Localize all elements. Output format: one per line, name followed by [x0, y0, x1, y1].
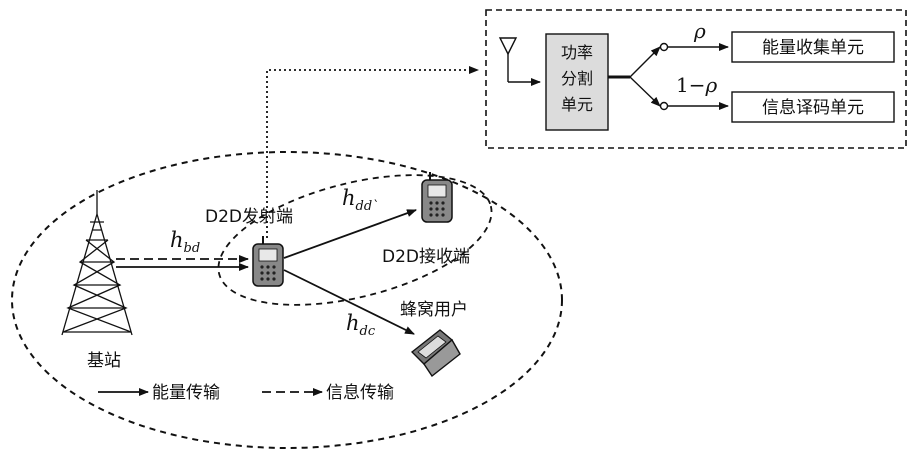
h-dc-label: hdc: [346, 311, 376, 339]
power-split-label-2: 分割: [561, 69, 593, 88]
power-split-label-1: 功率: [561, 43, 593, 62]
info-decode-unit-label: 信息译码单元: [762, 98, 864, 118]
d2d-receiver-phone-icon: [422, 172, 452, 222]
power-split-label-3: 单元: [561, 95, 593, 114]
energy-harvest-unit-label: 能量收集单元: [762, 38, 864, 58]
rho-label: ρ: [693, 19, 706, 43]
d2d-transmitter-label: D2D发射端: [205, 207, 293, 227]
cellular-user-label: 蜂窝用户: [400, 300, 468, 320]
base-station-tower-icon: [62, 190, 132, 335]
legend-energy-label: 能量传输: [152, 383, 220, 403]
cellular-user-phone-icon: [412, 330, 460, 376]
receiver-antenna-icon: [500, 38, 540, 82]
h-bd-label: hbd: [170, 228, 200, 256]
legend: 能量传输 信息传输: [98, 383, 394, 403]
d2d-transmitter-phone-icon: [253, 236, 283, 286]
base-station-label: 基站: [87, 351, 121, 371]
h-dd-label: hdd`: [342, 186, 379, 214]
d2d-receiver-label: D2D接收端: [382, 247, 470, 267]
legend-info-label: 信息传输: [326, 383, 394, 403]
one-minus-rho-label: 1−ρ: [676, 73, 717, 97]
cell-coverage-ellipse: [12, 152, 562, 448]
